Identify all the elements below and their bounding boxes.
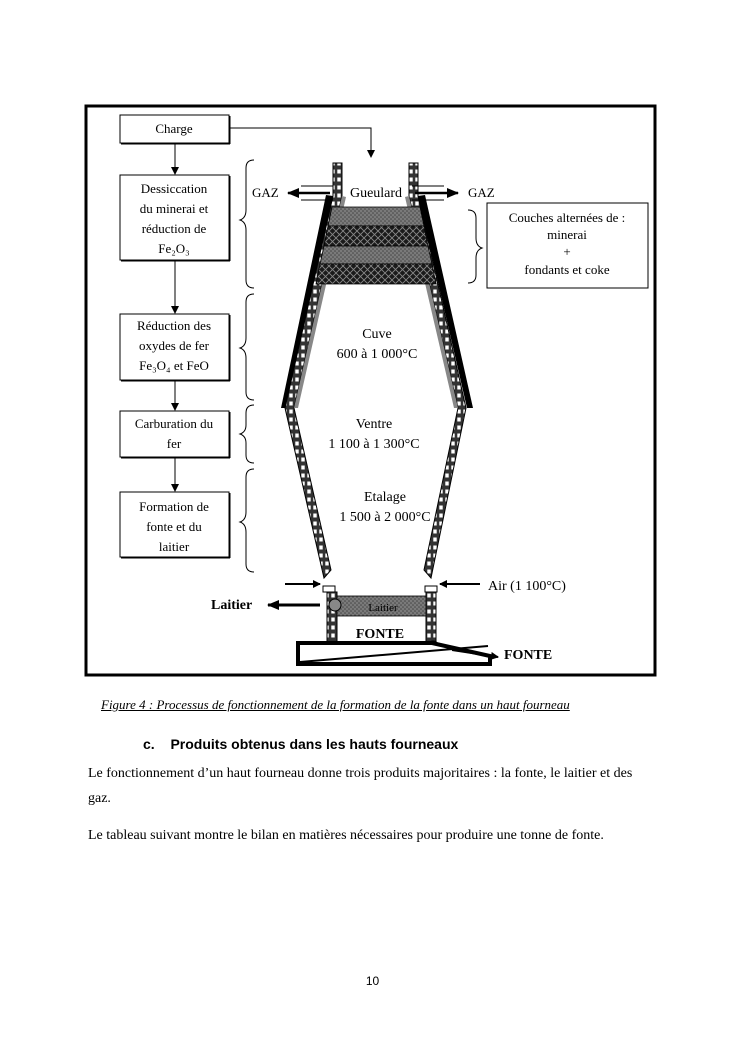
step-box-dessiccation: Dessiccation du minerai et réduction de … xyxy=(119,174,231,262)
step-line: fonte et du xyxy=(146,519,202,534)
paragraph: Le fonctionnement d’un haut fourneau don… xyxy=(88,766,633,806)
layer-coke xyxy=(323,225,429,247)
layers-note-line: minerai xyxy=(547,227,587,242)
step-line: Fe₂O₃ xyxy=(158,241,189,256)
laitier-inside-label: Laitier xyxy=(368,602,398,614)
step-line: oxydes de fer xyxy=(139,338,210,353)
gaz-right-label: GAZ xyxy=(468,185,495,200)
step-line: réduction de xyxy=(142,221,207,236)
layer-ore xyxy=(327,206,425,227)
gueulard-label: Gueulard xyxy=(350,186,402,201)
step-line: Formation de xyxy=(139,499,209,514)
blast-furnace xyxy=(281,162,492,666)
zone-cuve-name: Cuve xyxy=(362,327,392,342)
layer-coke xyxy=(315,263,437,285)
hearth-wall-right xyxy=(425,591,437,643)
section-heading: c. Produits obtenus dans les hauts fourn… xyxy=(143,736,458,752)
step-line: fer xyxy=(167,436,182,451)
tuyere-right xyxy=(424,585,438,593)
step-box-charge: Charge xyxy=(119,114,231,145)
step-box-formation: Formation de fonte et du laitier xyxy=(119,491,231,559)
zone-ventre-name: Ventre xyxy=(356,417,393,432)
gaz-left-label: GAZ xyxy=(252,185,279,200)
step-line: Réduction des xyxy=(137,318,211,333)
step-box-carburation: Carburation du fer xyxy=(119,410,231,459)
step-line: Dessiccation xyxy=(141,181,208,196)
layers-note-line: + xyxy=(563,244,570,259)
zone-etalage-name: Etalage xyxy=(364,490,406,505)
step-box-reduction: Réduction des oxydes de fer Fe₃O₄ et FeO xyxy=(119,313,231,382)
zone-etalage-temp: 1 500 à 2 000°C xyxy=(339,510,430,525)
tuyere-left xyxy=(322,585,336,593)
section-title: Produits obtenus dans les hauts fourneau… xyxy=(170,736,459,752)
step-line: Carburation du xyxy=(135,416,214,431)
zone-cuve-temp: 600 à 1 000°C xyxy=(337,347,418,362)
figure-frame xyxy=(84,104,657,677)
iron-out-arrow xyxy=(451,649,499,660)
fonte-out-label: FONTE xyxy=(504,648,552,663)
section-label: c. xyxy=(143,736,155,752)
gas-outlet-pipes xyxy=(301,185,444,201)
page-number: 10 xyxy=(365,974,380,988)
step-label-charge: Charge xyxy=(155,121,193,136)
figure-caption: Figure 4 : Processus de fonctionnement d… xyxy=(101,697,570,712)
blast-furnace-figure: Charge Dessiccation du minerai et réduct… xyxy=(84,104,657,677)
step-line: Fe₃O₄ et FeO xyxy=(139,358,209,373)
zone-braces xyxy=(238,159,255,573)
slag-tap-hole xyxy=(328,598,342,612)
flow-arrows xyxy=(171,127,375,492)
laitier-out-label: Laitier xyxy=(211,598,252,613)
layers-note-box: Couches alternées de : minerai + fondant… xyxy=(486,202,649,289)
paragraph: Le tableau suivant montre le bilan en ma… xyxy=(88,828,604,843)
layer-ore xyxy=(319,245,433,265)
zone-ventre-temp: 1 100 à 1 300°C xyxy=(328,437,419,452)
layers-brace xyxy=(467,209,484,284)
step-line: du minerai et xyxy=(140,201,209,216)
air-label: Air (1 100°C) xyxy=(488,579,566,594)
layers-note-line: Couches alternées de : xyxy=(509,210,626,225)
layers-note-line: fondants et coke xyxy=(524,262,609,277)
fonte-inside-label: FONTE xyxy=(356,627,404,642)
step-line: laitier xyxy=(159,539,190,554)
